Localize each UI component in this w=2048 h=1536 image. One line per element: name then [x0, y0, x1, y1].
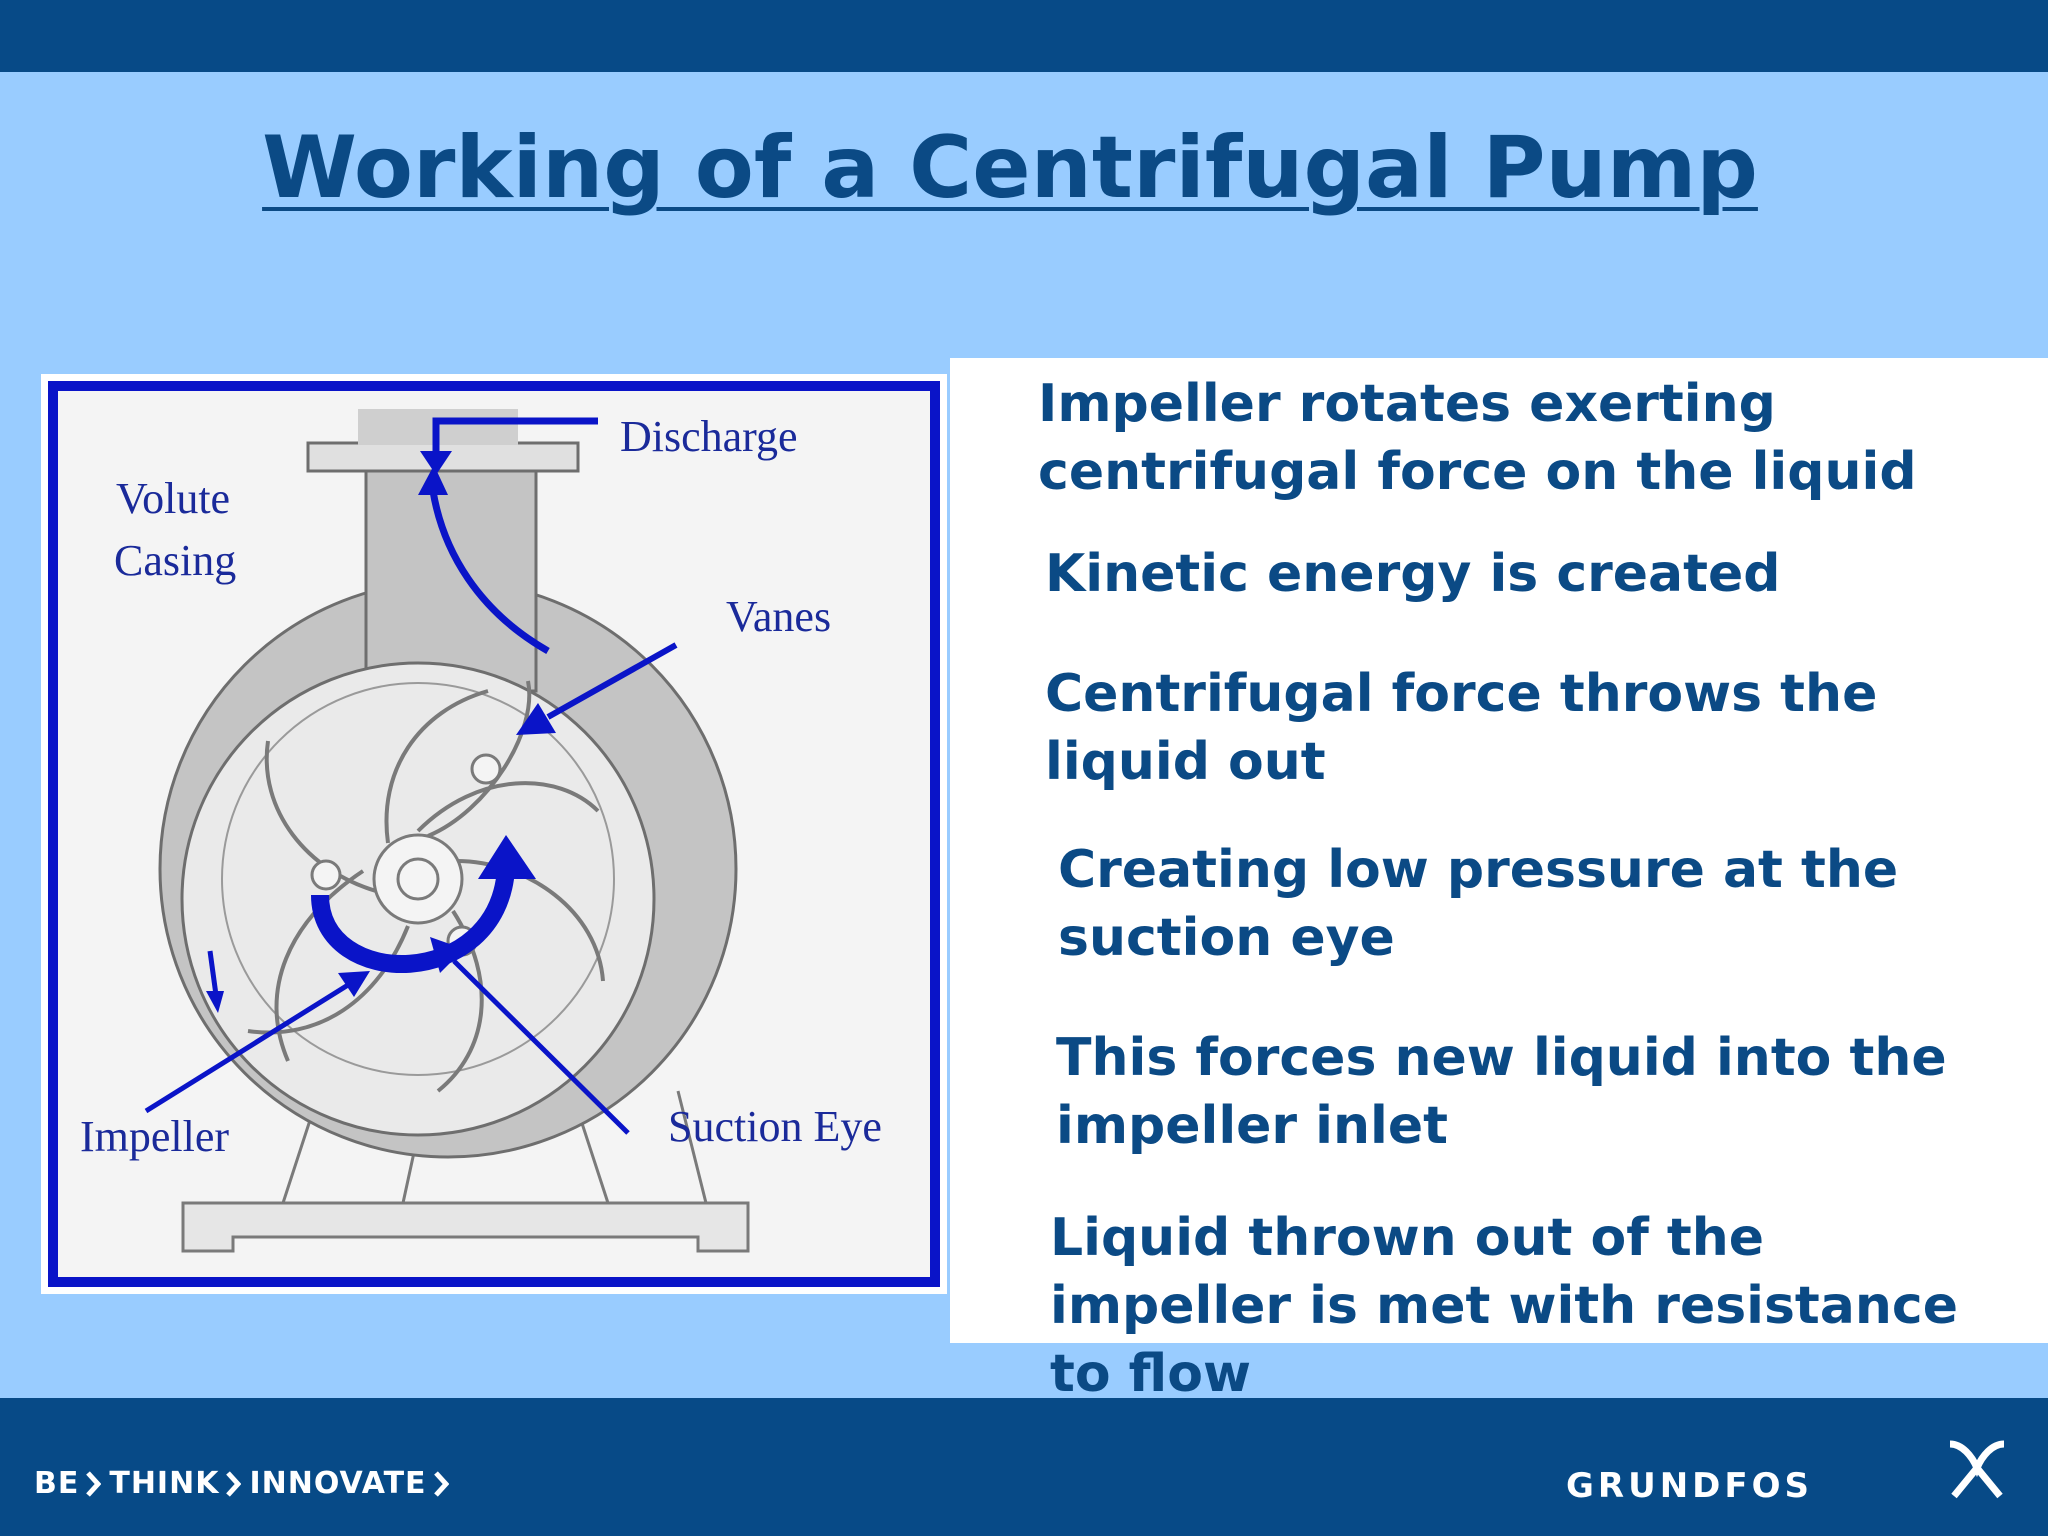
step-1-line1: Impeller rotates exerting [1038, 374, 1776, 434]
slogan-be: BE [34, 1466, 80, 1501]
step-3-line2: liquid out [1045, 732, 1326, 792]
grundfos-wordmark: GRUNDFOS [1566, 1466, 1813, 1506]
label-impeller: Impeller [80, 1112, 230, 1161]
chevron-right-icon [433, 1470, 449, 1497]
centrifugal-pump-illustration [144, 409, 750, 1253]
step-6: Liquid thrown out of the impeller is met… [1050, 1204, 1958, 1408]
step-1: Impeller rotates exerting centrifugal fo… [1038, 370, 1917, 506]
step-2-line1: Kinetic energy is created [1045, 544, 1781, 604]
step-6-line1: Liquid thrown out of the [1050, 1208, 1765, 1268]
label-discharge: Discharge [620, 412, 798, 461]
step-4: Creating low pressure at the suction eye [1058, 836, 1898, 972]
slogan-innovate: INNOVATE [249, 1466, 427, 1501]
step-5-line2: impeller inlet [1056, 1096, 1448, 1156]
step-4-line1: Creating low pressure at the [1058, 840, 1899, 900]
steps-panel: Impeller rotates exerting centrifugal fo… [950, 358, 2048, 1343]
footer-banner [0, 1398, 2048, 1536]
step-5: This forces new liquid into the impeller… [1056, 1024, 1947, 1160]
slide-title: Working of a Centrifugal Pump [262, 118, 1758, 218]
step-2: Kinetic energy is created [1045, 540, 1781, 608]
top-banner [0, 0, 2048, 72]
step-5-line1: This forces new liquid into the [1056, 1028, 1947, 1088]
slogan-think: THINK [109, 1466, 220, 1501]
chevron-right-icon [86, 1470, 102, 1497]
step-3: Centrifugal force throws the liquid out [1045, 660, 1877, 796]
pump-base [181, 1090, 750, 1253]
pump-diagram-panel: Discharge Volute Casing Vanes Impeller S… [48, 381, 940, 1287]
chevron-right-icon [226, 1470, 242, 1497]
flow-arrows [144, 417, 678, 1135]
step-6-line2: impeller is met with resistance [1050, 1276, 1958, 1336]
footer-slogan: BE THINK INNOVATE [34, 1466, 457, 1501]
label-vanes: Vanes [726, 592, 832, 641]
grundfos-x-logo-icon [1949, 1440, 2005, 1499]
step-6-line3: to flow [1050, 1344, 1251, 1404]
label-volute-casing-line1: Volute [116, 474, 231, 523]
step-1-line2: centrifugal force on the liquid [1038, 442, 1917, 502]
label-suction-eye: Suction Eye [668, 1102, 882, 1151]
step-3-line1: Centrifugal force throws the [1045, 664, 1878, 724]
pump-diagram: Discharge Volute Casing Vanes Impeller S… [41, 374, 947, 1294]
step-4-line2: suction eye [1058, 908, 1395, 968]
label-volute-casing-line2: Casing [114, 536, 237, 585]
